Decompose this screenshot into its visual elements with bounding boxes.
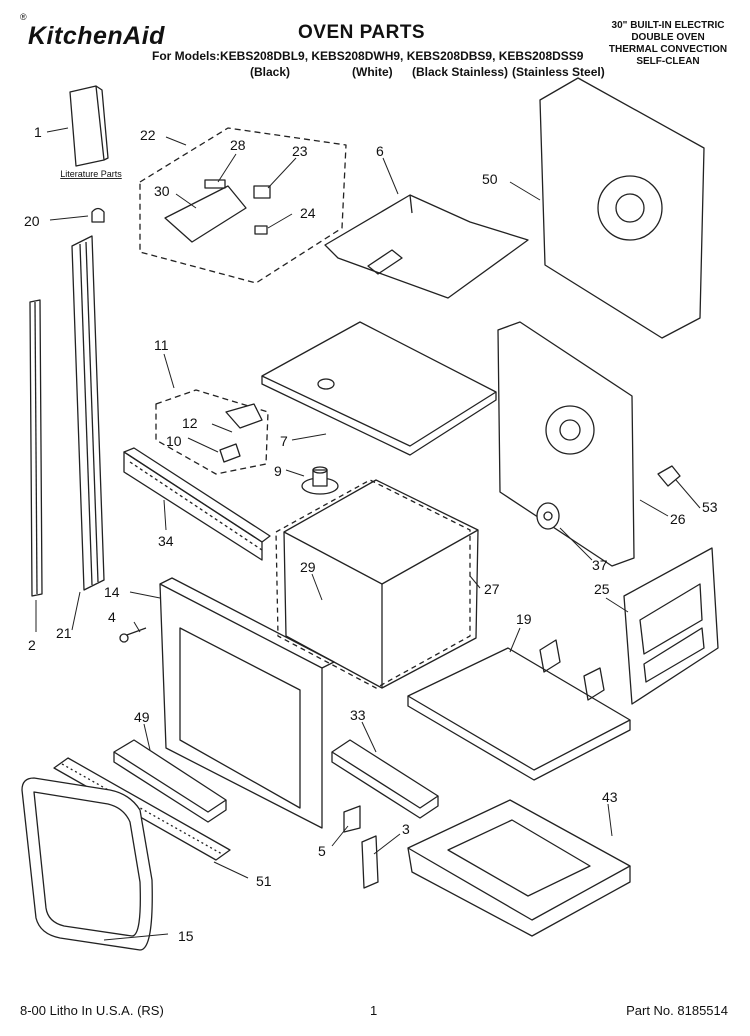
finish-white: (White): [352, 65, 393, 79]
callout-6: 6: [376, 143, 384, 159]
part-side-bracket: [497, 321, 635, 567]
callout-27: 27: [484, 581, 500, 597]
brand-name: KitchenAid: [28, 22, 165, 50]
part-bracket: [343, 805, 361, 833]
callout-29: 29: [300, 559, 316, 575]
description-line: DOUBLE OVEN: [631, 32, 705, 43]
part-channel: [331, 739, 439, 819]
finish-black: (Black): [250, 65, 291, 79]
finish-stainless-steel: (Stainless Steel): [512, 65, 605, 79]
callout-24: 24: [300, 205, 316, 221]
description-line: THERMAL CONVECTION: [608, 44, 728, 55]
part-channel: [113, 739, 227, 823]
part-trim-strip: [53, 757, 231, 861]
callout-20: 20: [24, 213, 40, 229]
part-literature: [69, 85, 109, 167]
callout-51: 51: [256, 873, 272, 889]
callout-14: 14: [104, 584, 120, 600]
part-gasket: [21, 777, 153, 951]
footer-part-number: Part No. 8185514: [626, 1003, 728, 1018]
part-group-22: [139, 127, 347, 284]
registered-mark: ®: [20, 12, 27, 22]
part-side-panel: [623, 547, 719, 705]
part-vent-strip: [123, 447, 271, 561]
part-screw: [119, 627, 147, 643]
footer-litho: 8-00 Litho In U.S.A. (RS): [20, 1003, 164, 1018]
callout-numbers: 1 2 3 4 5 6 7 9 10 11 12 14 15 19 20 21 …: [24, 124, 718, 944]
part-bottom-panel: [407, 639, 631, 781]
part-small-clip: [657, 465, 681, 487]
part-duct: [324, 194, 529, 299]
callout-30: 30: [154, 183, 170, 199]
callout-2: 2: [28, 637, 36, 653]
callout-19: 19: [516, 611, 532, 627]
callout-11: 11: [154, 337, 169, 353]
callout-37: 37: [592, 557, 608, 573]
brand-logo: KitchenAid: [28, 22, 165, 51]
callout-53: 53: [702, 499, 718, 515]
callout-26: 26: [670, 511, 686, 527]
callout-1: 1: [34, 124, 42, 140]
models-line: For Models:KEBS208DBL9, KEBS208DWH9, KEB…: [152, 49, 584, 63]
footer-page-number: 1: [370, 1003, 378, 1018]
callout-21: 21: [56, 625, 72, 641]
callout-28: 28: [230, 137, 246, 153]
part-group-11: [155, 389, 269, 475]
part-clip: [91, 207, 105, 223]
callout-43: 43: [602, 789, 618, 805]
part-trim-strip: [29, 299, 43, 597]
literature-parts-label: Literature Parts: [60, 169, 122, 179]
callout-7: 7: [280, 433, 288, 449]
callout-5: 5: [318, 843, 326, 859]
callout-4: 4: [108, 609, 116, 625]
callout-49: 49: [134, 709, 150, 725]
callout-9: 9: [274, 463, 282, 479]
part-fan-motor: [301, 466, 339, 495]
part-element: [536, 502, 560, 530]
description-line: SELF-CLEAN: [636, 56, 700, 67]
leader-lines: [35, 127, 701, 941]
part-bracket: [361, 835, 379, 889]
callout-22: 22: [140, 127, 156, 143]
part-rear-panel: [539, 77, 705, 339]
callout-50: 50: [482, 171, 498, 187]
part-side-trim: [71, 235, 105, 591]
callout-23: 23: [292, 143, 308, 159]
description-line: 30" BUILT-IN ELECTRIC: [611, 20, 725, 31]
part-top-panel: [261, 321, 497, 456]
callout-33: 33: [350, 707, 366, 723]
callout-10: 10: [166, 433, 182, 449]
callout-3: 3: [402, 821, 410, 837]
callout-25: 25: [594, 581, 610, 597]
part-oven-cavity: [275, 479, 479, 689]
part-bottom-tray: [407, 799, 631, 937]
part-front-frame: [159, 577, 335, 829]
finish-black-stainless: (Black Stainless): [412, 65, 509, 79]
callout-12: 12: [182, 415, 198, 431]
callout-34: 34: [158, 533, 174, 549]
page-title: OVEN PARTS: [298, 22, 426, 43]
callout-15: 15: [178, 928, 194, 944]
